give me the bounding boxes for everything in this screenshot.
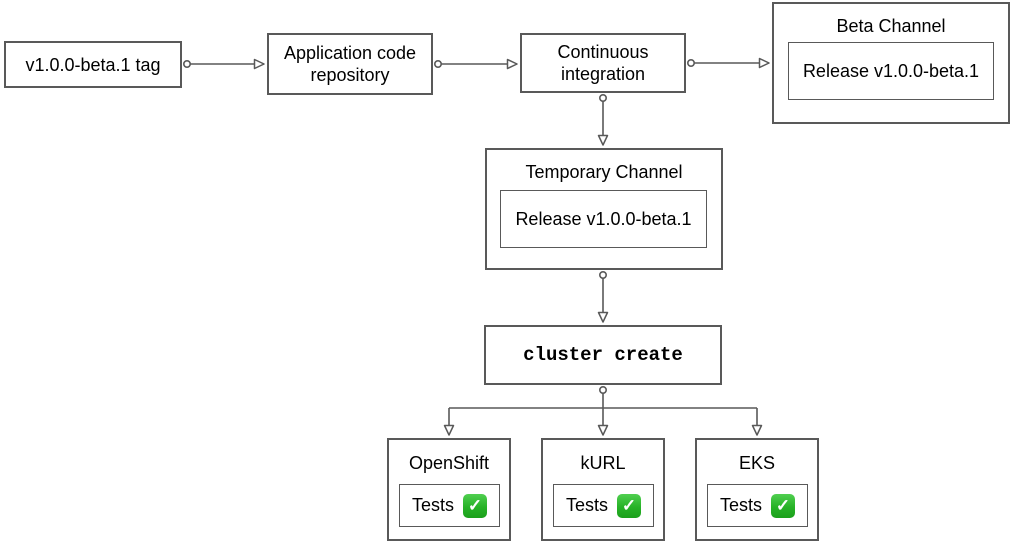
beta-channel-title: Beta Channel [836, 16, 946, 36]
temporary-channel-release-label: Release v1.0.0-beta.1 [515, 208, 692, 229]
check-mark-button-icon: ✓ [771, 493, 795, 518]
temporary-channel-title: Temporary Channel [525, 162, 683, 182]
node-version-tag: v1.0.0-beta.1 tag [4, 41, 182, 88]
openshift-tests-box: Tests ✓ [399, 484, 500, 527]
node-temporary-channel: Temporary Channel Release v1.0.0-beta.1 [485, 148, 723, 270]
kurl-tests-label: Tests [565, 495, 608, 515]
check-mark-button-icon: ✓ [463, 493, 487, 518]
node-beta-channel: Beta Channel Release v1.0.0-beta.1 [772, 2, 1010, 124]
check-glyph: ✓ [467, 495, 483, 515]
check-glyph: ✓ [621, 495, 637, 515]
node-application-code-repository-label: Application code repository [283, 43, 417, 85]
eks-tests-box: Tests ✓ [707, 484, 808, 527]
node-application-code-repository: Application code repository [267, 33, 433, 95]
beta-channel-release-label: Release v1.0.0-beta.1 [802, 60, 980, 81]
node-cluster-create-label: cluster create [523, 344, 683, 366]
check-glyph: ✓ [775, 495, 791, 515]
node-continuous-integration-label: Continuous integration [557, 42, 649, 84]
openshift-title: OpenShift [408, 453, 490, 473]
beta-channel-release-box: Release v1.0.0-beta.1 [788, 42, 994, 100]
node-cluster-create: cluster create [484, 325, 722, 385]
node-eks: EKS Tests ✓ [695, 438, 819, 541]
temporary-channel-release-box: Release v1.0.0-beta.1 [500, 190, 707, 248]
eks-title: EKS [738, 453, 776, 473]
kurl-title: kURL [580, 453, 626, 473]
node-openshift: OpenShift Tests ✓ [387, 438, 511, 541]
node-version-tag-label: v1.0.0-beta.1 tag [25, 54, 161, 75]
check-mark-button-icon: ✓ [617, 493, 641, 518]
eks-tests-label: Tests [719, 495, 762, 515]
node-kurl: kURL Tests ✓ [541, 438, 665, 541]
kurl-tests-box: Tests ✓ [553, 484, 654, 527]
openshift-tests-label: Tests [411, 495, 454, 515]
node-continuous-integration: Continuous integration [520, 33, 686, 93]
